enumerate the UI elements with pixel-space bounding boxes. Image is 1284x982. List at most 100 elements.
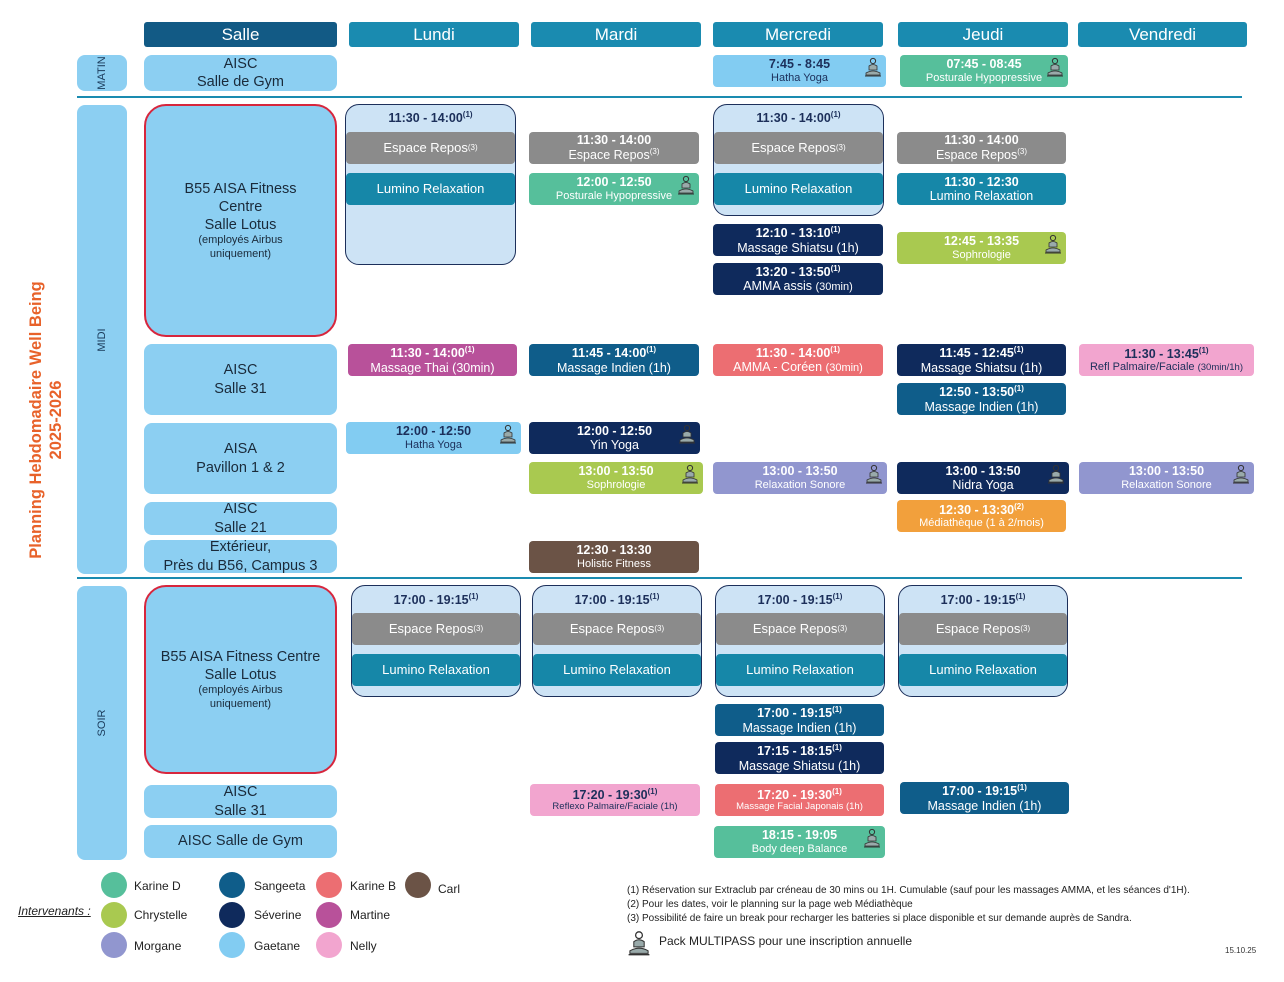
legend-name-carl: Carl <box>438 882 461 896</box>
event-lumino-mercredi[interactable]: Lumino Relaxation <box>714 173 883 205</box>
group-time-lundi: 11:30 - 14:00(1) <box>388 110 473 126</box>
legend-dot-severine <box>219 902 245 928</box>
group-time-mercredi-soir: 17:00 - 19:15(1) <box>757 592 843 608</box>
event-massage-indien-mercredi-soir[interactable]: 17:00 - 19:15(1) Massage Indien (1h) <box>715 704 884 736</box>
version-date: 15.10.25 <box>1225 946 1257 955</box>
legend-name-severine: Séverine <box>254 908 302 922</box>
legend-dot-karine-d <box>101 872 127 898</box>
meditation-pack-icon <box>1046 464 1066 484</box>
event-lumino-lundi[interactable]: Lumino Relaxation <box>346 173 515 205</box>
event-massage-indien-jeudi[interactable]: 12:50 - 13:50(1) Massage Indien (1h) <box>897 383 1066 415</box>
header-jeudi: Jeudi <box>898 22 1068 47</box>
event-reflexo-mardi-soir[interactable]: 17:20 - 19:30(1) Reflexo Palmaire/Facial… <box>530 784 700 816</box>
header-mercredi: Mercredi <box>713 22 883 47</box>
event-refl-palmaire-vendredi[interactable]: 11:30 - 13:45(1) Refl Palmaire/Faciale (… <box>1079 344 1254 376</box>
legend-name-gaetane: Gaetane <box>254 939 301 953</box>
meditation-pack-icon <box>864 464 884 484</box>
event-mediatheque-jeudi[interactable]: 12:30 - 13:30(2) Médiathèque (1 à 2/mois… <box>897 500 1066 532</box>
event-espace-repos-mercredi[interactable]: Espace Repos(3) <box>714 132 883 164</box>
event-shiatsu-mercredi-soir[interactable]: 17:15 - 18:15(1) Massage Shiatsu (1h) <box>715 742 884 774</box>
room-aisc-gym-soir: AISC Salle de Gym <box>144 825 337 858</box>
event-massage-thai-lundi[interactable]: 11:30 - 14:00(1) Massage Thai (30min) <box>348 344 517 376</box>
group-time-lundi-soir: 17:00 - 19:15(1) <box>393 592 479 608</box>
legend-name-sangeeta: Sangeeta <box>254 879 306 893</box>
event-espace-repos-jeudi-soir[interactable]: Espace Repos(3) <box>899 613 1067 645</box>
event-massage-indien-mardi[interactable]: 11:45 - 14:00(1) Massage Indien (1h) <box>529 344 699 376</box>
footnote-2: (2) Pour les dates, voir le planning sur… <box>627 899 913 910</box>
legend-dot-martine <box>316 902 342 928</box>
separator-soir <box>77 577 1242 579</box>
header-salle: Salle <box>144 22 337 47</box>
event-shiatsu-mercredi[interactable]: 12:10 - 13:10(1) Massage Shiatsu (1h) <box>713 224 883 256</box>
event-espace-repos-lundi-soir[interactable]: Espace Repos(3) <box>352 613 520 645</box>
legend-dot-karine-b <box>316 872 342 898</box>
event-espace-repos-mercredi-soir[interactable]: Espace Repos(3) <box>716 613 884 645</box>
period-matin: MATIN <box>77 55 127 91</box>
legend-dot-carl <box>405 872 431 898</box>
event-espace-repos-lundi[interactable]: Espace Repos(3) <box>346 132 515 164</box>
legend-name-nelly: Nelly <box>350 939 377 953</box>
event-lumino-mercredi-soir[interactable]: Lumino Relaxation <box>716 654 884 686</box>
meditation-pack-icon <box>1043 234 1063 254</box>
event-facial-japonais-mercredi[interactable]: 17:20 - 19:30(1) Massage Facial Japonais… <box>715 784 884 816</box>
legend-label: Intervenants : <box>18 904 91 918</box>
event-lumino-jeudi-soir[interactable]: Lumino Relaxation <box>899 654 1067 686</box>
header-lundi: Lundi <box>349 22 519 47</box>
event-lumino-lundi-soir[interactable]: Lumino Relaxation <box>352 654 520 686</box>
event-espace-repos-mardi[interactable]: 11:30 - 14:00 Espace Repos(3) <box>529 132 699 164</box>
header-vendredi: Vendredi <box>1078 22 1247 47</box>
group-time-jeudi-soir: 17:00 - 19:15(1) <box>940 592 1026 608</box>
event-amma-assis-mercredi[interactable]: 13:20 - 13:50(1) AMMA assis (30min) <box>713 263 883 295</box>
legend-name-morgane: Morgane <box>134 939 182 953</box>
meditation-pack-icon <box>676 175 696 195</box>
legend-dot-chrystelle <box>101 902 127 928</box>
period-midi: MIDI <box>77 105 127 574</box>
event-massage-indien-jeudi-soir[interactable]: 17:00 - 19:15(1) Massage Indien (1h) <box>900 782 1069 814</box>
event-espace-repos-jeudi[interactable]: 11:30 - 14:00 Espace Repos(3) <box>897 132 1066 164</box>
legend-dot-nelly <box>316 932 342 958</box>
event-espace-repos-mardi-soir[interactable]: Espace Repos(3) <box>533 613 701 645</box>
event-shiatsu-jeudi[interactable]: 11:45 - 12:45(1) Massage Shiatsu (1h) <box>897 344 1066 376</box>
separator-midi <box>77 96 1242 98</box>
room-exterieur: Extérieur,Près du B56, Campus 3 <box>144 539 337 574</box>
page-title: Planning Hebdomadaire Well Being 2025-20… <box>27 281 65 559</box>
period-soir: SOIR <box>77 586 127 860</box>
legend-dot-morgane <box>101 932 127 958</box>
meditation-pack-icon <box>862 828 882 848</box>
meditation-pack-icon <box>1231 464 1251 484</box>
legend-dot-gaetane <box>219 932 245 958</box>
legend-name-martine: Martine <box>350 908 391 922</box>
meditation-pack-icon <box>680 464 700 484</box>
legend-dot-sangeeta <box>219 872 245 898</box>
pack-note: Pack MULTIPASS pour une inscription annu… <box>659 934 913 948</box>
legend-name-karine-b: Karine B <box>350 879 397 893</box>
legend-name-chrystelle: Chrystelle <box>134 908 188 922</box>
event-amma-coreen-mercredi[interactable]: 11:30 - 14:00(1) AMMA - Coréen (30min) <box>713 344 883 376</box>
meditation-pack-icon <box>626 930 652 956</box>
header-mardi: Mardi <box>531 22 701 47</box>
legend-name-karine-d: Karine D <box>134 879 181 893</box>
meditation-pack-icon <box>1045 57 1065 77</box>
footnote-1: (1) Réservation sur Extraclub par crénea… <box>627 885 1190 896</box>
event-lumino-mardi-soir[interactable]: Lumino Relaxation <box>533 654 701 686</box>
footnote-3: (3) Possibilité de faire un break pour r… <box>627 913 1132 924</box>
